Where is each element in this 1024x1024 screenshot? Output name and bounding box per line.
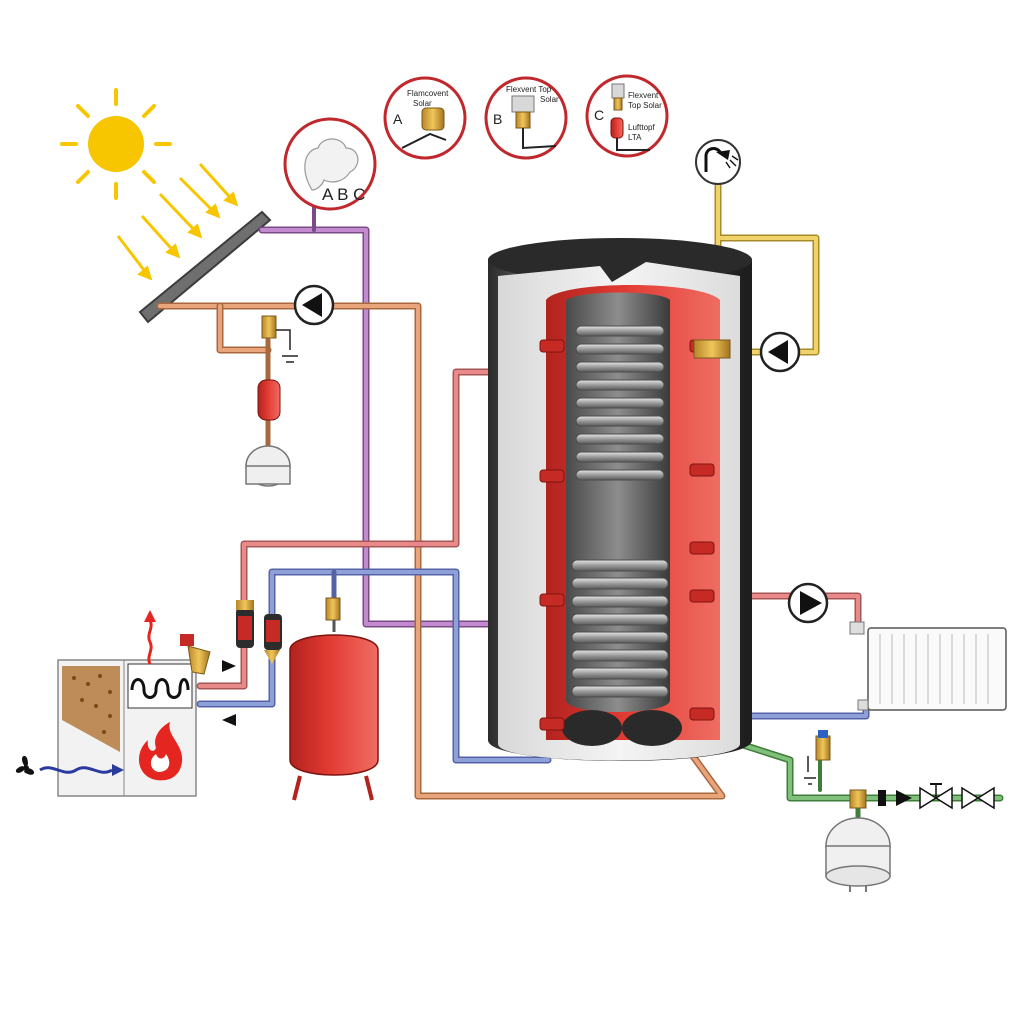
solar-safety-valve bbox=[261, 315, 298, 363]
option-a-line-2: Solar bbox=[413, 99, 432, 108]
option-c-badge: Flexvent Top Solar Lufttopf LTA C bbox=[585, 74, 669, 158]
solar-expansion-vessel bbox=[245, 445, 291, 487]
flue-icon bbox=[144, 610, 156, 665]
solar-collector bbox=[138, 210, 272, 324]
sun-icon bbox=[60, 88, 239, 281]
option-a-badge: Flamcovent Solar A bbox=[383, 76, 467, 160]
air-vent-label: A B C bbox=[322, 185, 365, 204]
option-c-line-2: Top Solar bbox=[628, 101, 662, 110]
air-vent-badge: A B C bbox=[283, 117, 377, 211]
air-intake-arrow bbox=[39, 764, 124, 776]
option-c-line-4: LTA bbox=[628, 133, 642, 142]
option-c-line-1: Flexvent bbox=[628, 91, 659, 100]
valve-icon bbox=[961, 786, 995, 810]
storage-tank bbox=[488, 238, 752, 761]
option-a-letter: A bbox=[393, 111, 403, 127]
boiler-separators bbox=[236, 600, 282, 664]
option-c-line-3: Lufttopf bbox=[628, 123, 655, 132]
flame-icon bbox=[138, 722, 183, 781]
dhw-expansion-vessel bbox=[825, 817, 891, 892]
option-b-line-2: Solar bbox=[540, 95, 559, 104]
fan-icon bbox=[15, 755, 35, 775]
solar-coil bbox=[571, 559, 669, 698]
option-c-letter: C bbox=[594, 107, 604, 123]
flow-arrow bbox=[222, 660, 236, 672]
option-b-letter: B bbox=[493, 111, 502, 127]
heating-expansion-vessel bbox=[289, 597, 379, 801]
valve-icon bbox=[919, 783, 953, 810]
return-arrow bbox=[222, 714, 236, 726]
heating-pump-icon bbox=[787, 582, 829, 624]
option-b-badge: Flexvent Top Solar B bbox=[484, 76, 568, 160]
mains-fittings bbox=[849, 783, 995, 810]
solar-pump-icon bbox=[293, 284, 335, 326]
upper-coil bbox=[575, 325, 665, 481]
dhw-pump-icon bbox=[759, 331, 801, 373]
option-b-line-1: Flexvent Top bbox=[506, 85, 552, 94]
boiler-safety-valve bbox=[180, 634, 211, 675]
option-a-line-1: Flamcovent bbox=[407, 89, 449, 98]
shower-icon bbox=[695, 139, 741, 185]
solar-vent-capsule bbox=[257, 379, 281, 421]
dhw-safety-valve bbox=[804, 730, 831, 785]
radiator bbox=[849, 621, 1007, 711]
